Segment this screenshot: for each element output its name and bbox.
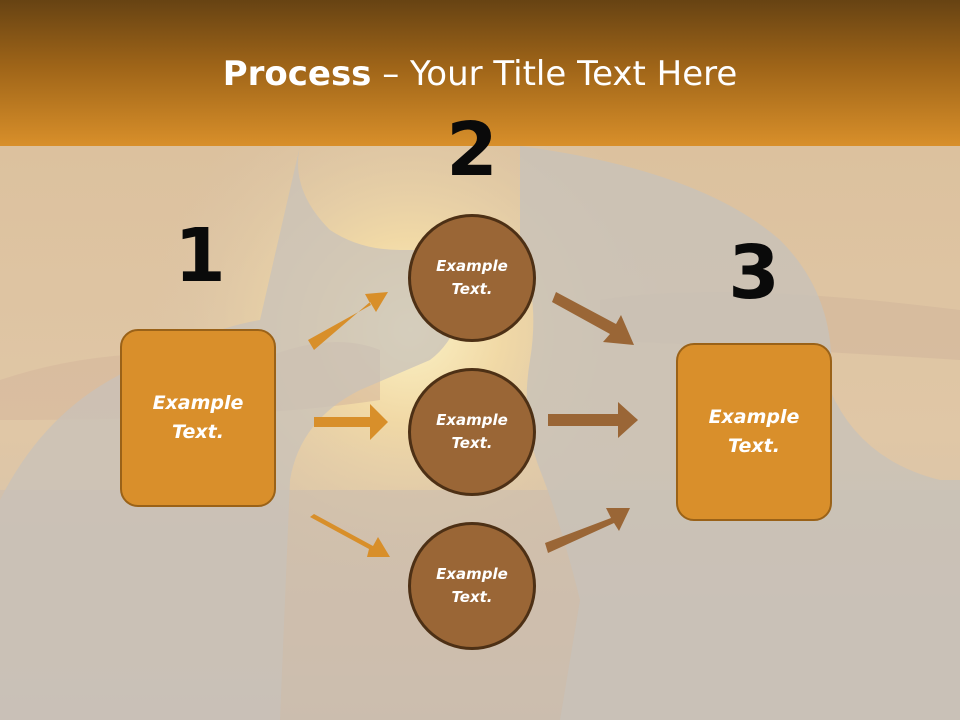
- step-2-circle-middle: Example Text.: [408, 368, 536, 496]
- title-bar: [0, 0, 960, 146]
- arrow-1-to-bottom: [310, 514, 390, 557]
- title-rest: – Your Title Text Here: [371, 54, 738, 94]
- step-1-box: Example Text.: [120, 329, 276, 507]
- step-2-number: 2: [446, 107, 498, 193]
- arrow-top-to-3: [552, 292, 634, 345]
- circle-bottom-text: Example Text.: [436, 565, 508, 606]
- step-3-text: Example Text.: [708, 406, 800, 457]
- arrow-1-to-top: [308, 292, 388, 350]
- circle-middle-text: Example Text.: [436, 411, 508, 452]
- title-bold: Process: [222, 54, 372, 94]
- arrow-middle-to-3: [548, 402, 638, 438]
- step-2-circle-bottom: Example Text.: [408, 522, 536, 650]
- step-3-box: Example Text.: [676, 343, 832, 521]
- arrow-bottom-to-3: [545, 508, 630, 553]
- step-1-number: 1: [174, 213, 226, 299]
- slide-title: Process – Your Title Text Here: [0, 52, 960, 96]
- step-3-number: 3: [728, 230, 780, 316]
- step-1-text: Example Text.: [152, 392, 244, 443]
- step-2-circle-top: Example Text.: [408, 214, 536, 342]
- arrow-1-to-middle: [314, 404, 388, 440]
- circle-top-text: Example Text.: [436, 257, 508, 298]
